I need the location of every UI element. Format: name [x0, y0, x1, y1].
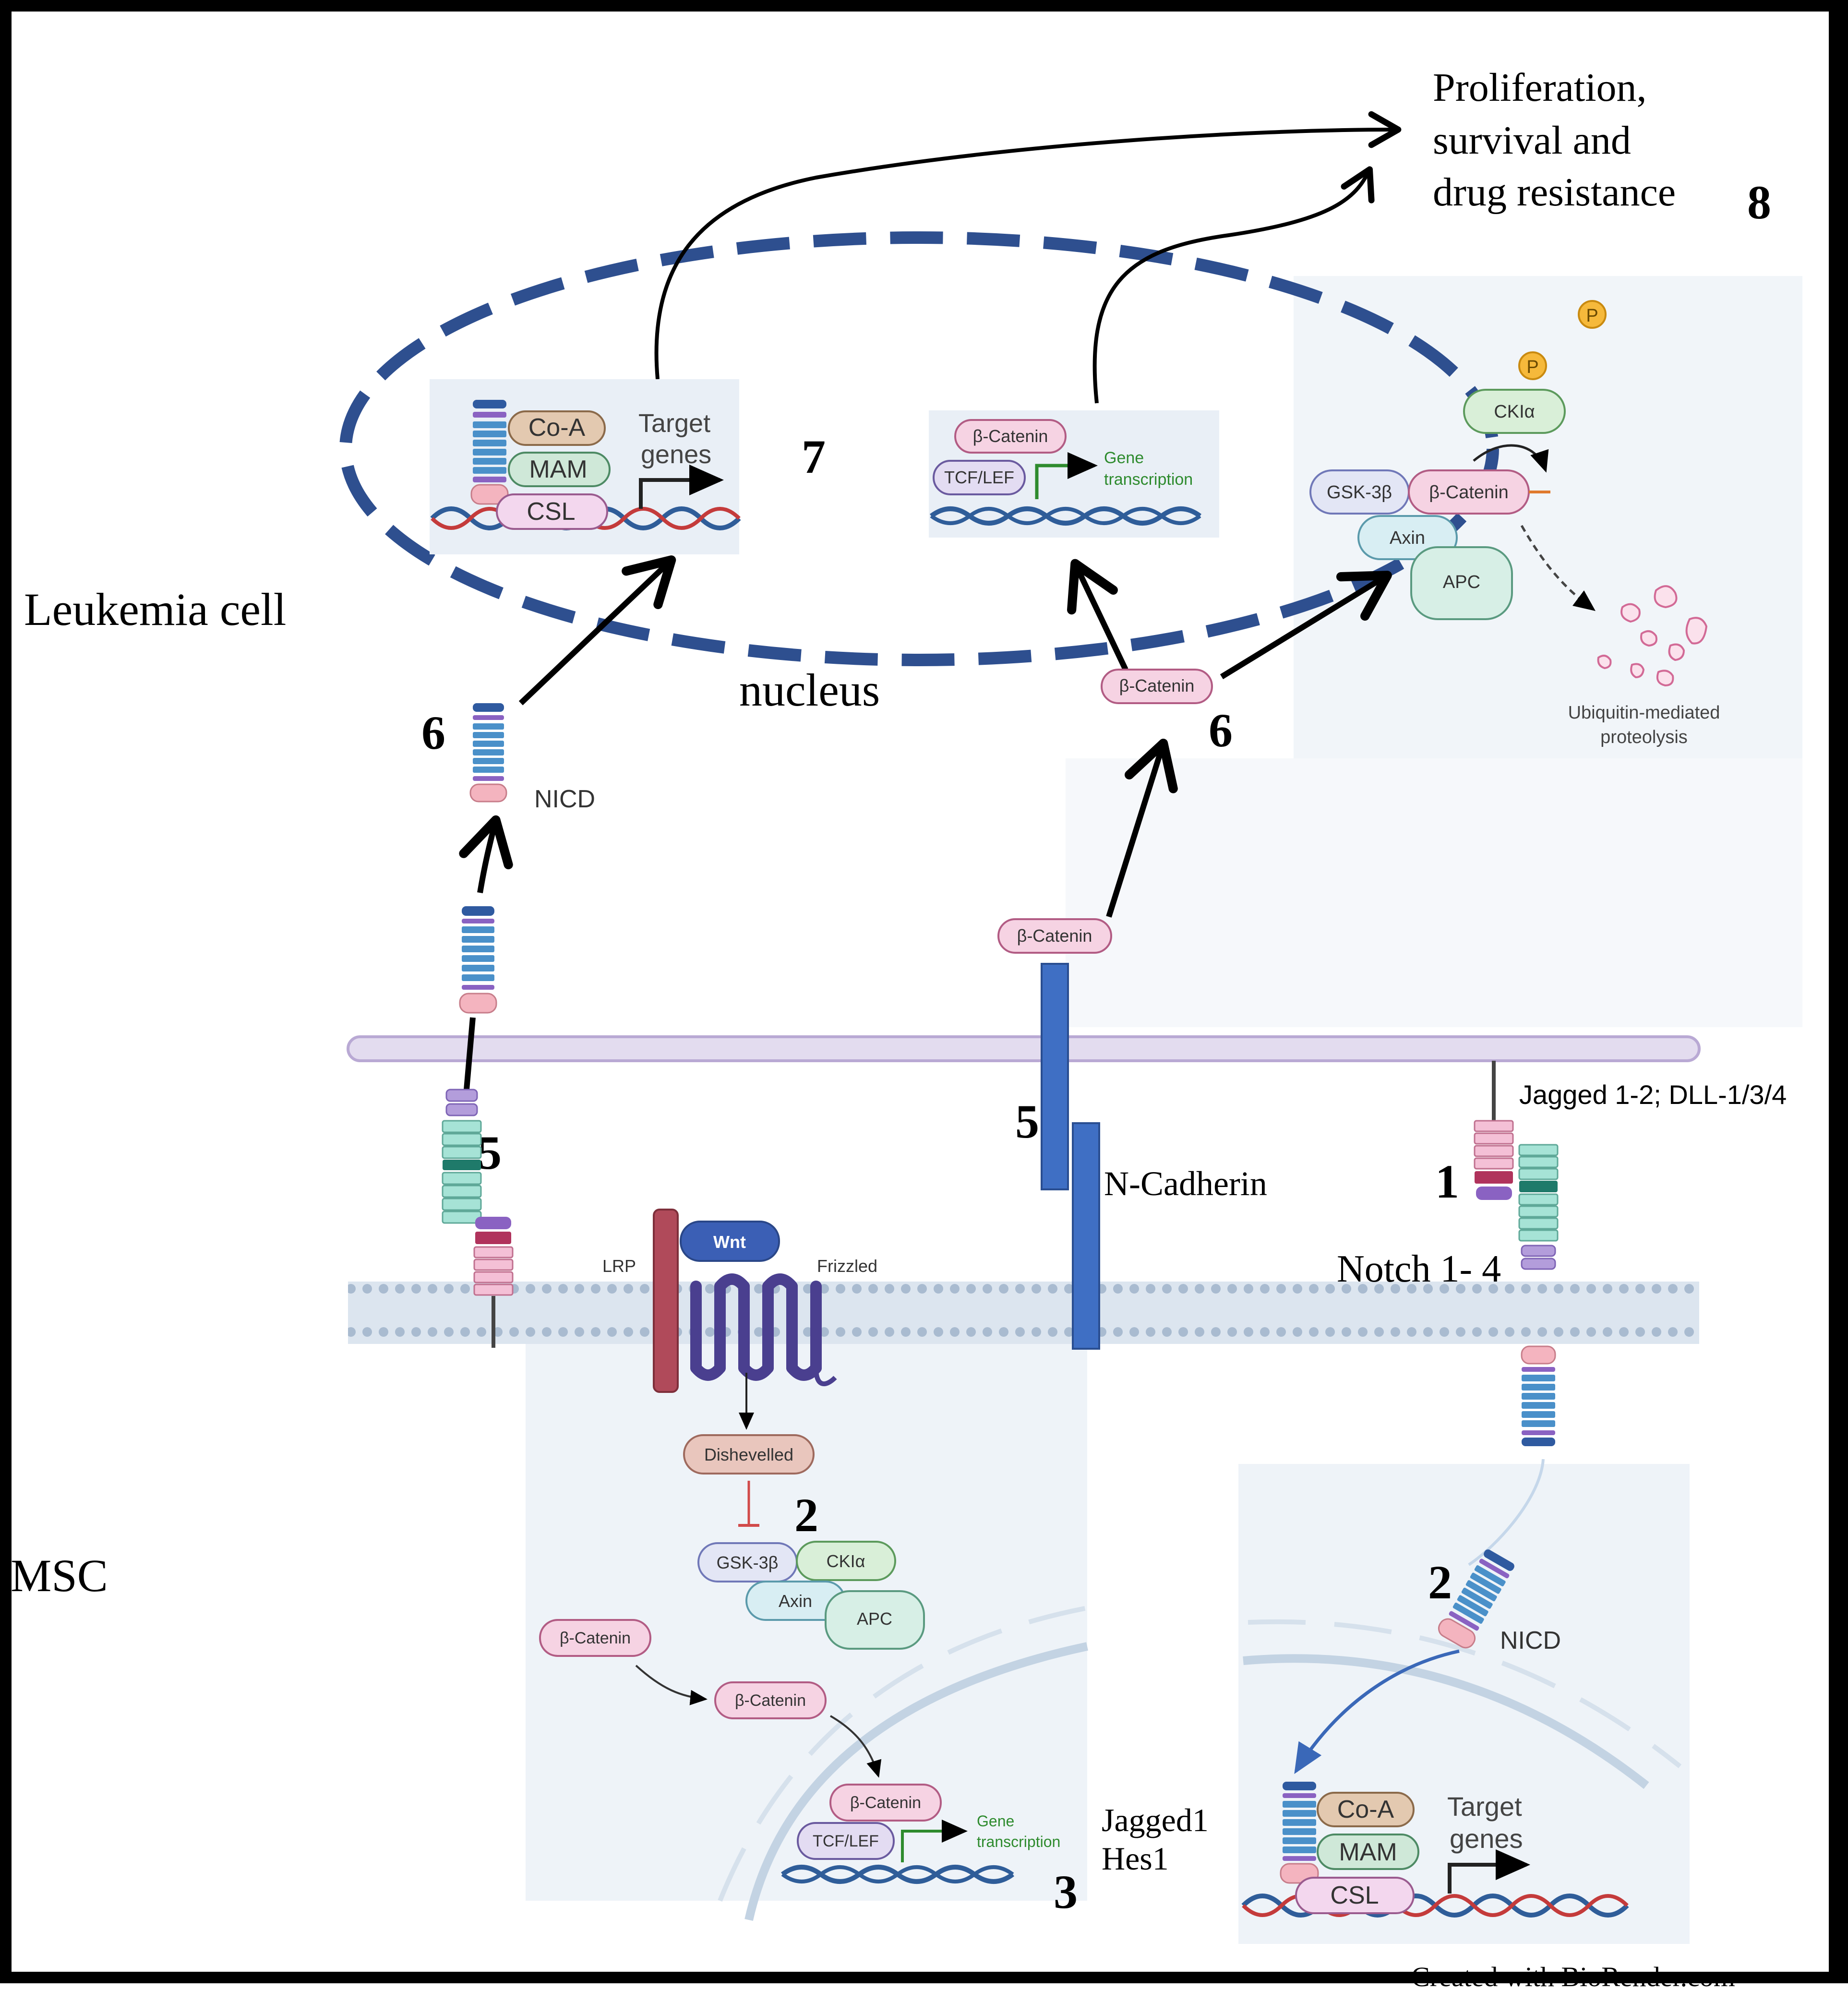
msc-catenin-2-text: β-Catenin	[735, 1691, 806, 1710]
cytoplasm-catenin-text: β-Catenin	[1119, 676, 1195, 695]
step-5-right-label: 5	[1015, 1095, 1039, 1148]
step-6-left-label: 6	[421, 706, 445, 759]
notch-intracellular-msc	[1468, 1345, 1556, 1566]
arrow-notch-to-outcome	[654, 111, 1402, 380]
outcome-line3: drug resistance	[1433, 170, 1676, 215]
destruction-apc-text: APC	[1443, 572, 1480, 592]
msc-membrane	[348, 1282, 1699, 1344]
line-notch-link	[464, 1017, 476, 1090]
phospho-1-text: P	[1586, 306, 1598, 326]
notch-target-text: Target	[638, 409, 710, 438]
credit-label: Created with BioRender.com	[1411, 1961, 1735, 1990]
nicd-msc	[1438, 1549, 1514, 1649]
wnt-receptor-complex: LRP Frizzled Wnt	[602, 1209, 877, 1430]
step-1-label: 1	[1435, 1155, 1459, 1208]
msc-notch-target-gene: Co-A MAM CSL Target genes	[1241, 1782, 1629, 1918]
msc-gene-text: Gene	[977, 1812, 1014, 1830]
destruction-axin-text: Axin	[1390, 528, 1425, 548]
msc-csl-text: CSL	[1330, 1882, 1379, 1909]
cadherin-panel	[1066, 758, 1802, 1027]
notch-target-gene-panel: Co-A MAM CSL Target genes	[430, 379, 741, 554]
notch-mam-text: MAM	[529, 456, 587, 483]
nicd-msc-text: NICD	[1500, 1627, 1561, 1654]
leukemia-cell-membrane	[347, 1035, 1701, 1062]
step-8-label: 8	[1747, 176, 1771, 229]
notch-receptor-label: Notch 1- 4	[1337, 1248, 1501, 1290]
nucleus-catenin-text: β-Catenin	[973, 426, 1048, 446]
ubiquitin-line1-text: Ubiquitin-mediated	[1568, 703, 1720, 723]
n-cadherin-label: N-Cadherin	[1104, 1164, 1267, 1203]
msc-axin-text: Axin	[779, 1591, 812, 1611]
msc-apc-text: APC	[857, 1609, 892, 1629]
arrow-wnt-to-outcome	[1092, 166, 1375, 404]
msc-genes-text: genes	[1450, 1823, 1523, 1854]
outcome-line2: survival and	[1433, 118, 1631, 163]
phospho-2-text: P	[1526, 357, 1538, 377]
msc-target-text: Target	[1447, 1791, 1522, 1822]
notch-receptor-right	[1518, 1144, 1559, 1270]
msc-nucleus-arc-left	[744, 1642, 1088, 1921]
jagged-ligand-right	[1474, 1061, 1514, 1200]
leukemia-cell-label: Leukemia cell	[24, 584, 286, 635]
proteolysis-fragments	[1597, 585, 1708, 687]
msc-nucleus-arc-right-outer	[1248, 1619, 1682, 1768]
nucleus-gene-text: Gene	[1104, 449, 1144, 467]
destruction-ckia-text: CKIα	[1494, 402, 1535, 422]
msc-catenin-3-text: β-Catenin	[850, 1794, 921, 1812]
arrow-nicd-to-nucleus	[518, 555, 676, 706]
ubiquitin-line2-text: proteolysis	[1600, 727, 1688, 747]
beta-catenin-cytoplasm: β-Catenin	[1101, 669, 1213, 704]
dishevelled-text: Dishevelled	[704, 1445, 793, 1464]
wnt-text: Wnt	[713, 1232, 746, 1252]
notch-csl-text: CSL	[527, 498, 575, 526]
arrow-catenin-to-destruction	[1220, 571, 1392, 680]
notch-receptor-left	[442, 1089, 482, 1224]
msc-nucleus-arc-right	[1243, 1654, 1649, 1789]
cadherin-catenin-text: β-Catenin	[1017, 926, 1092, 946]
notch-intracellular-leukemia	[459, 906, 497, 1014]
msc-ckia-text: CKIα	[827, 1551, 865, 1571]
jagged1-label: Jagged1	[1102, 1802, 1209, 1838]
msc-gsk-text: GSK-3β	[717, 1553, 779, 1572]
destruction-gsk-text: GSK-3β	[1327, 482, 1392, 503]
destruction-catenin-text: β-Catenin	[1429, 482, 1509, 503]
arrow-catenin-to-nucleus	[1067, 559, 1128, 671]
destruction-complex-panel: P P CKIα GSK-3β β-Catenin Axin APC Ubiqu…	[1309, 300, 1720, 747]
lrp-text: LRP	[602, 1256, 636, 1276]
step-7-label: 7	[802, 430, 826, 483]
frame-right-thick-edge	[1829, 6, 1842, 1978]
ubiquitin-panel	[1294, 276, 1802, 758]
nucleus-label: nucleus	[739, 664, 880, 716]
msc-mam-text: MAM	[1339, 1838, 1397, 1866]
step-3-label: 3	[1054, 1865, 1078, 1918]
n-cadherin-complex: β-Catenin	[997, 918, 1112, 1350]
hes1-label: Hes1	[1102, 1840, 1169, 1877]
wnt-gene-transcription-panel: β-Catenin TCF/LEF Gene transcription	[929, 410, 1219, 538]
notch-coa-text: Co-A	[528, 414, 586, 442]
ligands-label: Jagged 1-2; DLL-1/3/4	[1519, 1079, 1787, 1110]
nicd-leukemia: NICD	[469, 703, 595, 813]
notch-genes-text: genes	[641, 440, 711, 469]
step-2-wnt-label: 2	[794, 1488, 818, 1542]
nucleus-tcf-text: TCF/LEF	[944, 468, 1014, 487]
frizzled-text: Frizzled	[817, 1256, 877, 1276]
msc-label: MSC	[11, 1550, 108, 1601]
outcome-line1: Proliferation,	[1433, 65, 1647, 110]
arrow-notch-cleavage-up	[459, 815, 513, 893]
jagged-ligand-left	[473, 1217, 514, 1348]
step-6-right-label: 6	[1209, 704, 1233, 757]
msc-transcription-text: transcription	[977, 1833, 1060, 1850]
msc-catenin-1-text: β-Catenin	[560, 1629, 631, 1647]
nicd-leukemia-text: NICD	[534, 785, 595, 813]
msc-wnt-cascade: Dishevelled GSK-3β CKIα Axin APC β-Caten…	[539, 1434, 1060, 1884]
step-2-notch-label: 2	[1428, 1556, 1452, 1609]
arrow-nicd-msc-to-nucleus	[1294, 1649, 1460, 1774]
msc-coa-text: Co-A	[1337, 1796, 1394, 1823]
arrow-cadherin-catenin-up	[1106, 738, 1178, 918]
nucleus-transcription-text: transcription	[1104, 470, 1193, 489]
msc-tcf-text: TCF/LEF	[813, 1832, 879, 1850]
